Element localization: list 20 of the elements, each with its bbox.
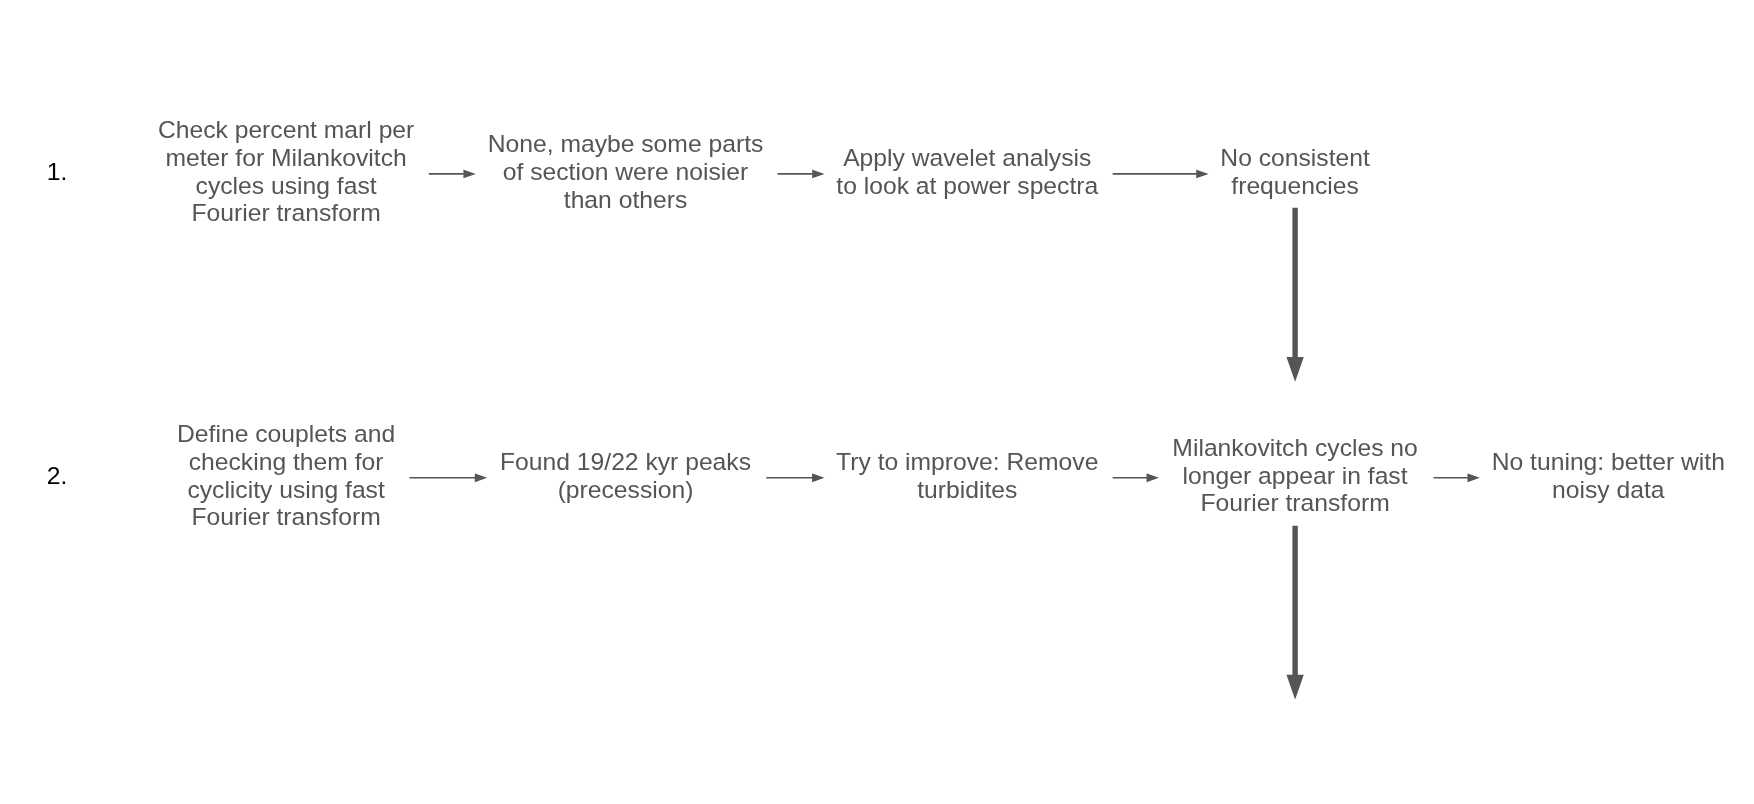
- arrow: [408, 473, 488, 482]
- node-text: Check percent marl per meter for Milankovitch cycles using fast Fourier transform: [157, 115, 415, 226]
- node-text: No consistent frequencies: [1220, 143, 1370, 199]
- arrow: [776, 169, 825, 178]
- node-text: Found 19/22 kyr peaks (precession): [500, 447, 752, 503]
- node-text: None, maybe some parts of section were noisier than others: [487, 129, 764, 213]
- arrow: [1286, 525, 1304, 699]
- node-text: Define couplets and checking them for cyclicity using fast Fourier transform: [177, 419, 396, 530]
- arrow: [765, 473, 825, 482]
- label: 1.: [46, 157, 68, 185]
- arrow: [428, 169, 476, 178]
- label: 2.: [46, 461, 68, 489]
- node-text: Try to improve: Remove turbidites: [836, 447, 1099, 503]
- arrow: [1286, 207, 1304, 382]
- arrow: [1111, 169, 1209, 178]
- node-text: Apply wavelet analysis to look at power spectra: [836, 143, 1099, 199]
- node-text: Milankovitch cycles no longer appear in fast Fourier transform: [1172, 433, 1418, 516]
- arrow: [1432, 473, 1480, 482]
- node-text: No tuning: better with noisy data: [1491, 447, 1725, 503]
- arrow: [1111, 473, 1159, 482]
